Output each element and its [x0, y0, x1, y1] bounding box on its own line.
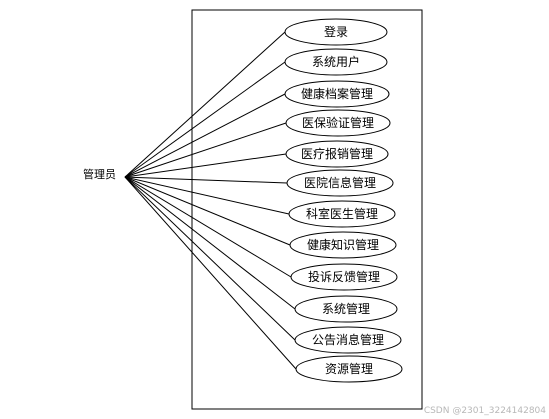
use-case-ellipse [284, 80, 390, 108]
association-line [124, 93, 286, 178]
use-case-ellipse [288, 200, 396, 228]
use-case-label: 健康知识管理 [307, 237, 379, 252]
use-case: 科室医生管理 [288, 200, 396, 228]
use-case-label: 投诉反馈管理 [308, 269, 380, 284]
use-case-ellipse [294, 295, 398, 323]
use-case: 系统管理 [294, 295, 398, 323]
watermark: CSDN @2301_3224142804 [424, 406, 546, 416]
use-case-ellipse [295, 355, 403, 383]
association-line [124, 31, 286, 178]
use-case-label: 公告消息管理 [312, 332, 384, 347]
use-case-label: 系统用户 [312, 54, 360, 69]
association-line [124, 122, 287, 178]
association-line [124, 176, 288, 184]
use-case: 公告消息管理 [294, 326, 402, 354]
use-case-label: 医保验证管理 [302, 115, 374, 130]
association-line [124, 153, 287, 178]
use-case-label: 健康档案管理 [301, 86, 373, 101]
use-case-label: 系统管理 [322, 301, 370, 316]
association-line [124, 176, 297, 370]
association-line [124, 176, 296, 341]
use-case-label: 医院信息管理 [304, 175, 376, 190]
use-case-label: 登录 [324, 24, 348, 39]
use-case: 登录 [284, 18, 388, 46]
use-case: 医院信息管理 [286, 169, 394, 197]
use-case-ellipse [294, 326, 402, 354]
system-boundary [191, 9, 423, 410]
use-case-ellipse [284, 48, 388, 76]
use-case-ellipse [290, 263, 398, 291]
association-line [124, 176, 290, 215]
use-case: 医保验证管理 [285, 109, 391, 137]
use-case: 系统用户 [284, 48, 388, 76]
use-case-ellipse [286, 169, 394, 197]
use-case-ellipse [285, 140, 389, 168]
association-line [124, 176, 291, 246]
use-case: 健康知识管理 [289, 231, 397, 259]
use-case-ellipse [284, 18, 388, 46]
use-case-ellipse [285, 109, 391, 137]
use-case-list: 登录系统用户健康档案管理医保验证管理医疗报销管理医院信息管理科室医生管理健康知识… [284, 18, 403, 383]
use-case-label: 资源管理 [325, 361, 373, 376]
use-case: 资源管理 [295, 355, 403, 383]
actor-label: 管理员 [83, 167, 116, 181]
use-case: 投诉反馈管理 [290, 263, 398, 291]
use-case-label: 科室医生管理 [306, 206, 378, 221]
association-line [124, 176, 292, 278]
use-case-label: 医疗报销管理 [301, 146, 373, 161]
association-line [124, 61, 286, 178]
association-line [124, 176, 296, 310]
use-case-ellipse [289, 231, 397, 259]
use-case: 医疗报销管理 [285, 140, 389, 168]
association-lines [124, 31, 297, 370]
use-case: 健康档案管理 [284, 80, 390, 108]
